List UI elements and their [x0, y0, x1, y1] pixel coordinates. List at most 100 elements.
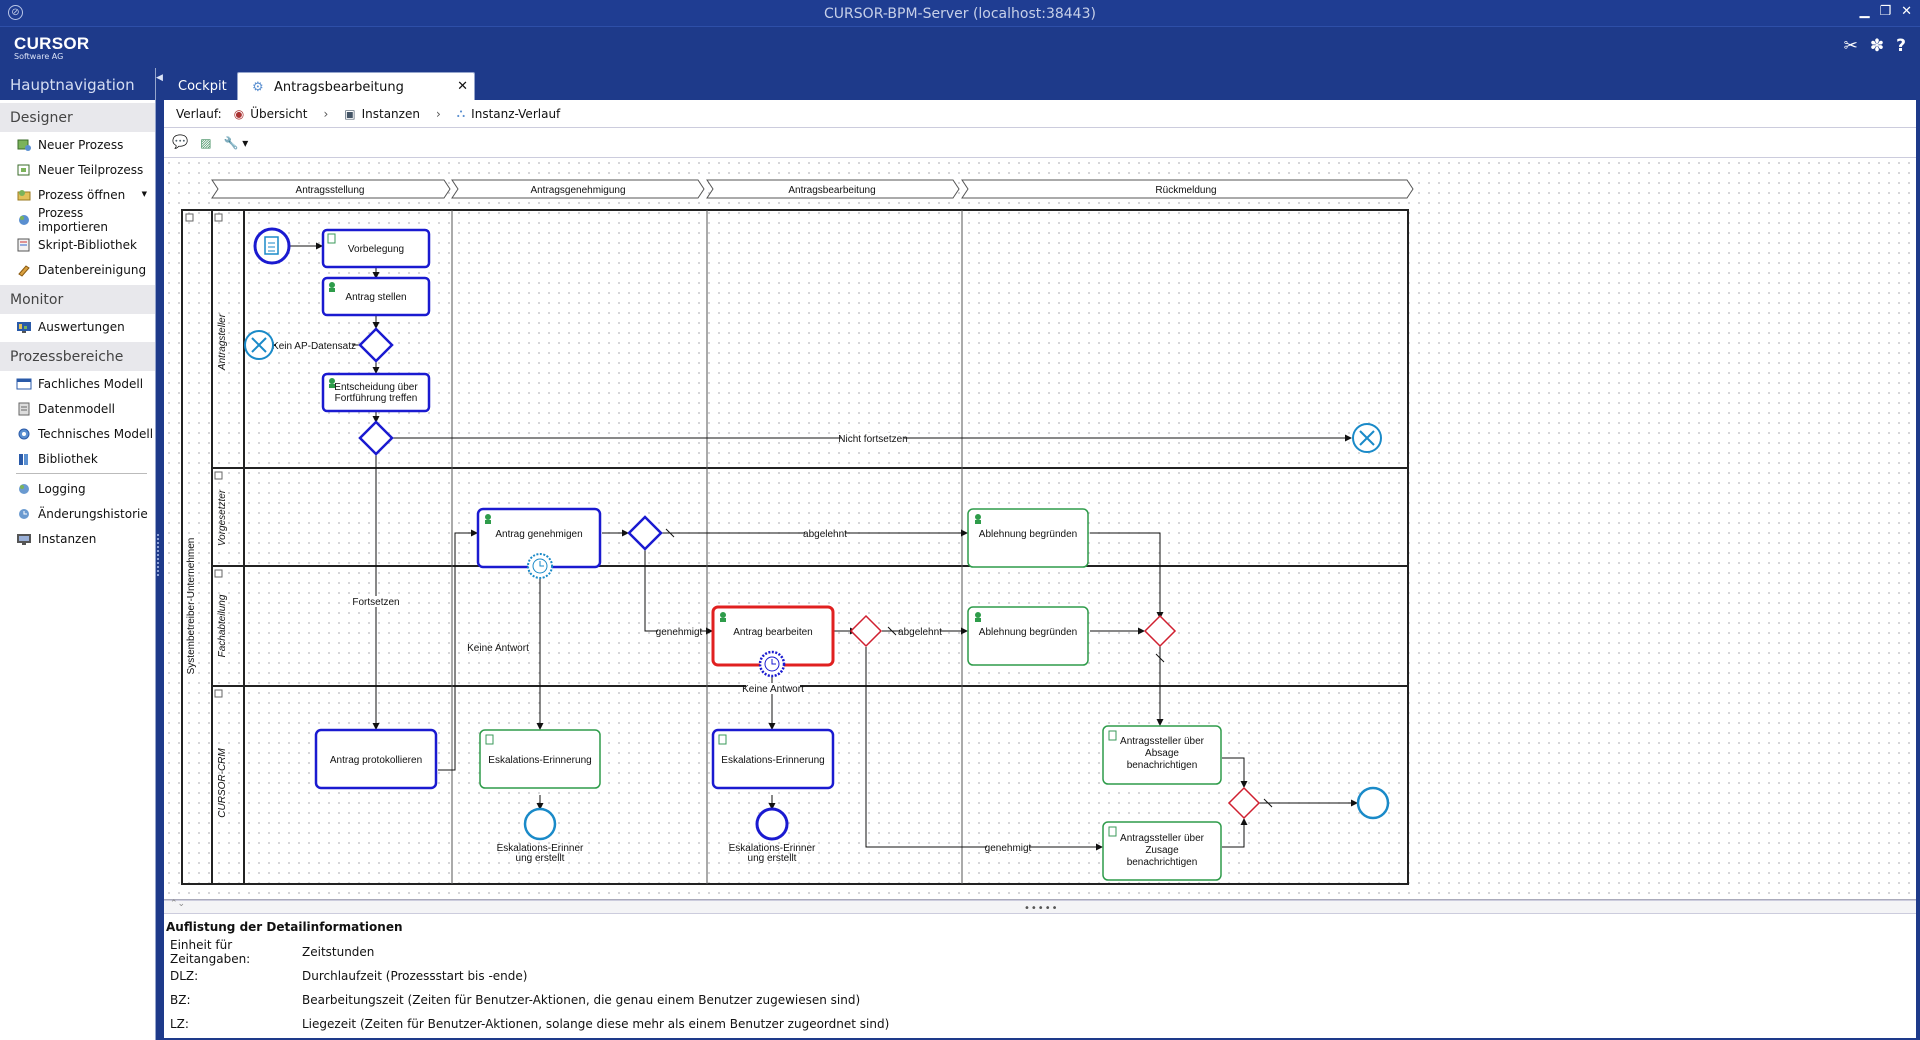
sidebar-item-skript-bibliothek[interactable]: Skript-Bibliothek — [0, 232, 155, 257]
task-antrag-stellen[interactable]: Antrag stellen — [321, 276, 431, 317]
sidebar-collapse-handle[interactable]: ◀ — [156, 68, 164, 1040]
instances-icon — [16, 532, 32, 546]
sidebar-item-aenderungshistorie[interactable]: Änderungshistorie — [0, 501, 155, 526]
task-antrag-genehmigen[interactable]: Antrag genehmigen — [476, 507, 602, 579]
image-icon[interactable]: ▨ — [200, 135, 212, 150]
svg-text:Absage: Absage — [1145, 748, 1179, 759]
sidebar-item-technisches-modell[interactable]: Technisches Modell — [0, 421, 155, 446]
end-event-eskalation-1[interactable] — [523, 807, 557, 841]
svg-text:ung erstellt: ung erstellt — [748, 853, 797, 864]
close-tab-icon[interactable]: ✕ — [457, 79, 468, 94]
sidebar-item-datenmodell[interactable]: Datenmodell — [0, 396, 155, 421]
sidebar-item-neuer-prozess[interactable]: Neuer Prozess — [0, 132, 155, 157]
sidebar-item-auswertungen[interactable]: Auswertungen — [0, 314, 155, 339]
new-process-icon — [16, 138, 32, 152]
section-designer[interactable]: Designer — [0, 103, 155, 132]
chevron-left-icon[interactable]: ◀ — [156, 73, 163, 83]
task-ablehnung-begruenden-2[interactable]: Ablehnung begründen — [967, 606, 1089, 666]
sidebar-item-datenbereinigung[interactable]: Datenbereinigung — [0, 257, 155, 282]
lane-cursor-crm: CURSOR-CRM — [217, 748, 228, 818]
svg-text:Fortführung treffen: Fortführung treffen — [335, 393, 418, 404]
breadcrumb: Verlauf: ◉Übersicht › ▣Instanzen › ⛬Inst… — [164, 100, 1916, 128]
task-ablehnung-begruenden-1[interactable]: Ablehnung begründen — [967, 508, 1089, 568]
gateway-genehmigung[interactable] — [627, 515, 663, 551]
svg-text:Vorbelegung: Vorbelegung — [348, 244, 404, 255]
sidebar-item-instanzen[interactable]: Instanzen — [0, 526, 155, 551]
task-antrag-bearbeiten[interactable]: Antrag bearbeiten — [711, 605, 835, 678]
process-canvas[interactable]: Antragsstellung Antragsgenehmigung Antra… — [164, 158, 1916, 900]
phase-antragsstellung: Antragsstellung — [296, 185, 365, 196]
close-icon[interactable]: ✕ — [1901, 4, 1912, 19]
details-row: Einheit für Zeitangaben:Zeitstunden — [170, 938, 375, 966]
section-prozessbereiche[interactable]: Prozessbereiche — [0, 342, 155, 371]
eye-icon: ◉ — [233, 106, 245, 121]
svg-text:Eskalations-Erinnerung: Eskalations-Erinnerung — [721, 755, 824, 766]
phase-antragsbearbeitung: Antragsbearbeitung — [788, 185, 875, 196]
sidebar-item-prozess-oeffnen[interactable]: Prozess öffnen▼ — [0, 182, 155, 207]
comment-icon[interactable]: 💬 — [172, 135, 189, 150]
task-zusage-benachrichtigen[interactable]: Antragssteller über Zusage benachrichtig… — [1102, 821, 1222, 881]
lane-vorgesetzter: Vorgesetzter — [217, 489, 228, 546]
details-heading: Auflistung der Detailinformationen — [166, 920, 403, 934]
wrench-icon[interactable]: 🔧 ▾ — [223, 135, 249, 150]
end-event-eskalation-2[interactable] — [755, 807, 789, 841]
end-event-final[interactable] — [1356, 786, 1390, 820]
business-model-icon — [16, 377, 32, 391]
sidebar-item-prozess-importieren[interactable]: Prozess importieren — [0, 206, 155, 234]
task-vorbelegung[interactable]: Vorbelegung — [321, 228, 431, 269]
window-title: CURSOR-BPM-Server (localhost:38443) — [824, 6, 1096, 22]
sidebar-item-logging[interactable]: Logging — [0, 476, 155, 501]
phase-rueckmeldung: Rückmeldung — [1155, 185, 1216, 196]
tab-bar: Cockpit ⚙Antragsbearbeitung ✕ — [164, 70, 1920, 100]
sidebar-item-neuer-teilprozess[interactable]: Neuer Teilprozess — [0, 157, 155, 182]
panel-splitter[interactable]: ⌃⌄ ••••• — [164, 899, 1916, 914]
help-icon[interactable]: ? — [1896, 36, 1906, 56]
flow-icon: ⛬ — [456, 106, 466, 120]
end-event-cancel-2[interactable] — [1352, 423, 1382, 453]
collapse-arrows-icon[interactable]: ⌃⌄ — [170, 899, 186, 909]
minimize-icon[interactable]: ▁ — [1859, 4, 1870, 19]
tab-antragsbearbeitung[interactable]: ⚙Antragsbearbeitung ✕ — [237, 72, 475, 100]
tools-icon[interactable]: ✂ — [1843, 36, 1858, 56]
gateway-bearbeitung[interactable] — [849, 614, 883, 648]
restore-icon[interactable]: ❐ — [1879, 4, 1892, 19]
flow-label-genehmigt-1: genehmigt — [656, 627, 703, 638]
task-eskalations-erinnerung-2[interactable]: Eskalations-Erinnerung — [711, 728, 835, 790]
task-antrag-protokollieren[interactable]: Antrag protokollieren — [314, 728, 438, 790]
section-monitor[interactable]: Monitor — [0, 285, 155, 314]
breadcrumb-uebersicht[interactable]: ◉Übersicht — [233, 106, 308, 121]
sidebar-item-fachliches-modell[interactable]: Fachliches Modell — [0, 371, 155, 396]
breadcrumb-instanzen[interactable]: ▣Instanzen — [344, 106, 420, 121]
start-event[interactable] — [253, 227, 291, 265]
cleanup-icon — [16, 263, 32, 277]
svg-text:Eskalations-Erinnerung: Eskalations-Erinnerung — [488, 755, 591, 766]
tab-cockpit[interactable]: Cockpit — [164, 72, 234, 100]
details-panel: Auflistung der Detailinformationen Einhe… — [164, 914, 1916, 1038]
sidebar-item-bibliothek[interactable]: Bibliothek — [0, 446, 155, 471]
svg-text:Zusage: Zusage — [1145, 845, 1179, 856]
gateway-kein-ap[interactable] — [358, 327, 394, 363]
gateway-merge-ablehnung[interactable] — [1143, 614, 1177, 648]
library-icon — [16, 452, 32, 466]
details-row: DLZ:Durchlaufzeit (Prozessstart bis -end… — [170, 969, 528, 983]
task-absage-benachrichtigen[interactable]: Antragssteller über Absage benachrichtig… — [1102, 725, 1222, 785]
end-event-cancel-1[interactable] — [244, 330, 274, 360]
gateway-merge-final[interactable] — [1227, 786, 1261, 820]
task-eskalations-erinnerung-1[interactable]: Eskalations-Erinnerung — [479, 729, 601, 789]
svg-text:benachrichtigen: benachrichtigen — [1127, 760, 1198, 771]
svg-text:benachrichtigen: benachrichtigen — [1127, 857, 1198, 868]
task-entscheidung[interactable]: Entscheidung über Fortführung treffen — [321, 372, 431, 413]
puzzle-icon[interactable]: ✽ — [1869, 36, 1885, 56]
technical-model-icon — [16, 427, 32, 441]
chevron-down-icon[interactable]: ▼ — [141, 190, 147, 198]
svg-text:Ablehnung begründen: Ablehnung begründen — [979, 529, 1077, 540]
flow-label-fortsetzen: Fortsetzen — [352, 597, 399, 608]
breadcrumb-instanz-verlauf[interactable]: ⛬Instanz-Verlauf — [456, 106, 561, 121]
diagram-toolbar: 💬 ▨ 🔧 ▾ — [164, 128, 1916, 158]
gateway-fortfuehrung[interactable] — [358, 420, 394, 456]
svg-text:Ablehnung begründen: Ablehnung begründen — [979, 627, 1077, 638]
svg-text:Antrag stellen: Antrag stellen — [345, 292, 406, 303]
flow-label-genehmigt-2: genehmigt — [985, 843, 1032, 854]
open-process-icon — [16, 188, 32, 202]
sidebar-title: Hauptnavigation — [0, 68, 155, 100]
